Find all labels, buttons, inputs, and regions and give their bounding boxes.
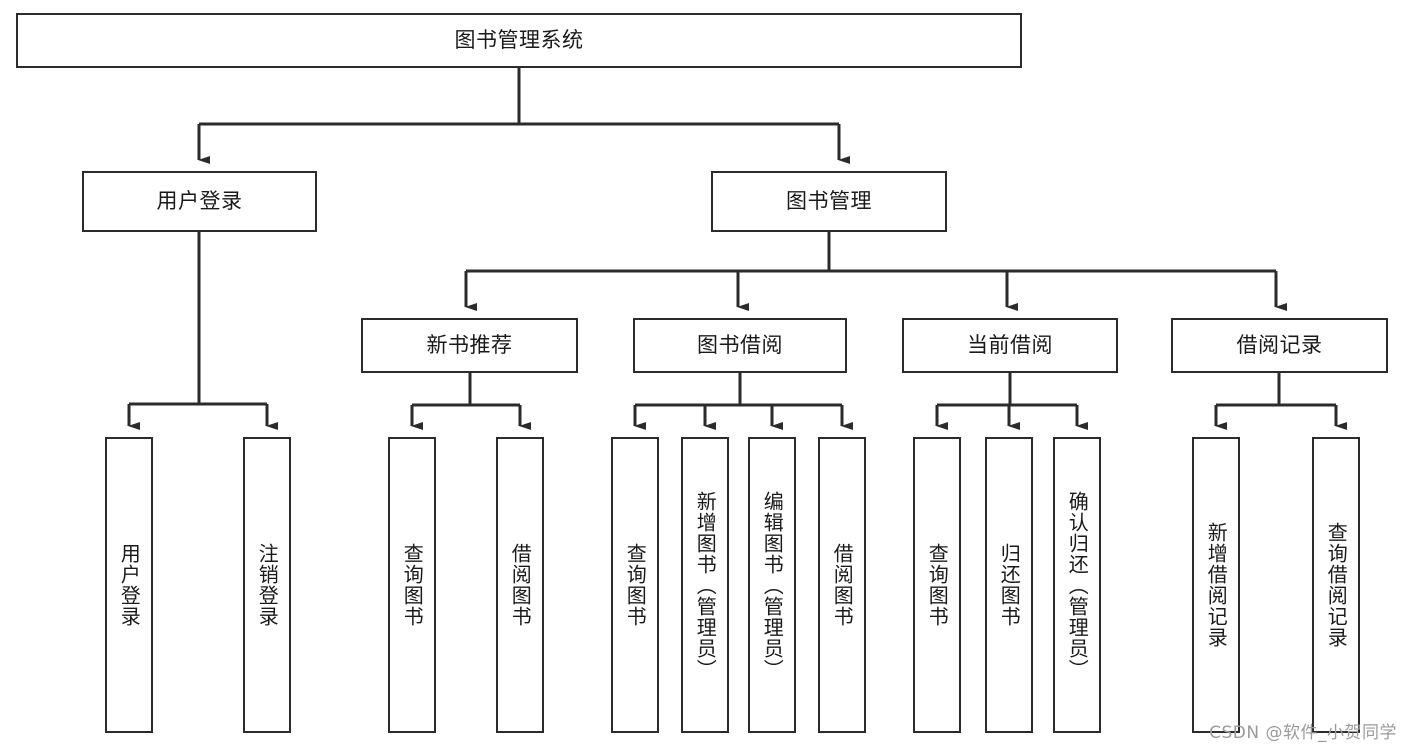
node-root[interactable]: 图书管理系统 xyxy=(16,13,1022,68)
leaf-query-book-2[interactable]: 查询图书 xyxy=(611,437,659,733)
node-borrow-record[interactable]: 借阅记录 xyxy=(1171,318,1388,373)
leaf-add-book-label: 新增图书（管理员） xyxy=(693,490,718,680)
watermark-text: CSDN @软件_小贺同学 xyxy=(1209,723,1397,743)
node-book-borrow[interactable]: 图书借阅 xyxy=(633,318,847,373)
leaf-borrow-book-1[interactable]: 借阅图书 xyxy=(496,437,544,733)
leaf-add-book[interactable]: 新增图书（管理员） xyxy=(681,437,729,733)
leaf-confirm-return-label: 确认归还（管理员） xyxy=(1065,490,1090,680)
node-user-login-label: 用户登录 xyxy=(156,188,243,213)
leaf-edit-book[interactable]: 编辑图书（管理员） xyxy=(748,437,796,733)
node-current-borrow[interactable]: 当前借阅 xyxy=(902,318,1118,373)
leaf-query-record-label: 查询借阅记录 xyxy=(1324,522,1349,648)
leaf-edit-book-label: 编辑图书（管理员） xyxy=(760,490,785,680)
leaf-add-record-label: 新增借阅记录 xyxy=(1204,522,1229,648)
leaf-user-logout-label: 注销登录 xyxy=(255,543,280,627)
leaf-query-book-3[interactable]: 查询图书 xyxy=(913,437,961,733)
node-new-book-recommend-label: 新书推荐 xyxy=(426,332,513,357)
node-book-management[interactable]: 图书管理 xyxy=(711,171,947,232)
node-current-borrow-label: 当前借阅 xyxy=(967,332,1053,357)
node-user-login[interactable]: 用户登录 xyxy=(82,171,317,232)
leaf-query-record[interactable]: 查询借阅记录 xyxy=(1312,437,1360,733)
leaf-query-book-1[interactable]: 查询图书 xyxy=(388,437,436,733)
leaf-return-book[interactable]: 归还图书 xyxy=(985,437,1033,733)
node-borrow-record-label: 借阅记录 xyxy=(1236,332,1323,357)
leaf-borrow-book-2-label: 借阅图书 xyxy=(830,543,855,627)
leaf-user-logout[interactable]: 注销登录 xyxy=(243,437,291,733)
node-book-borrow-label: 图书借阅 xyxy=(697,332,783,357)
leaf-return-book-label: 归还图书 xyxy=(997,543,1022,627)
leaf-confirm-return[interactable]: 确认归还（管理员） xyxy=(1053,437,1101,733)
node-root-label: 图书管理系统 xyxy=(454,27,584,52)
node-book-management-label: 图书管理 xyxy=(786,188,872,213)
leaf-query-book-2-label: 查询图书 xyxy=(623,543,648,627)
node-new-book-recommend[interactable]: 新书推荐 xyxy=(361,318,578,373)
leaf-query-book-3-label: 查询图书 xyxy=(925,543,950,627)
leaf-user-login-label: 用户登录 xyxy=(117,543,142,627)
leaf-add-record[interactable]: 新增借阅记录 xyxy=(1192,437,1240,733)
leaf-borrow-book-2[interactable]: 借阅图书 xyxy=(818,437,866,733)
leaf-query-book-1-label: 查询图书 xyxy=(400,543,425,627)
leaf-borrow-book-1-label: 借阅图书 xyxy=(508,543,533,627)
leaf-user-login[interactable]: 用户登录 xyxy=(105,437,153,733)
